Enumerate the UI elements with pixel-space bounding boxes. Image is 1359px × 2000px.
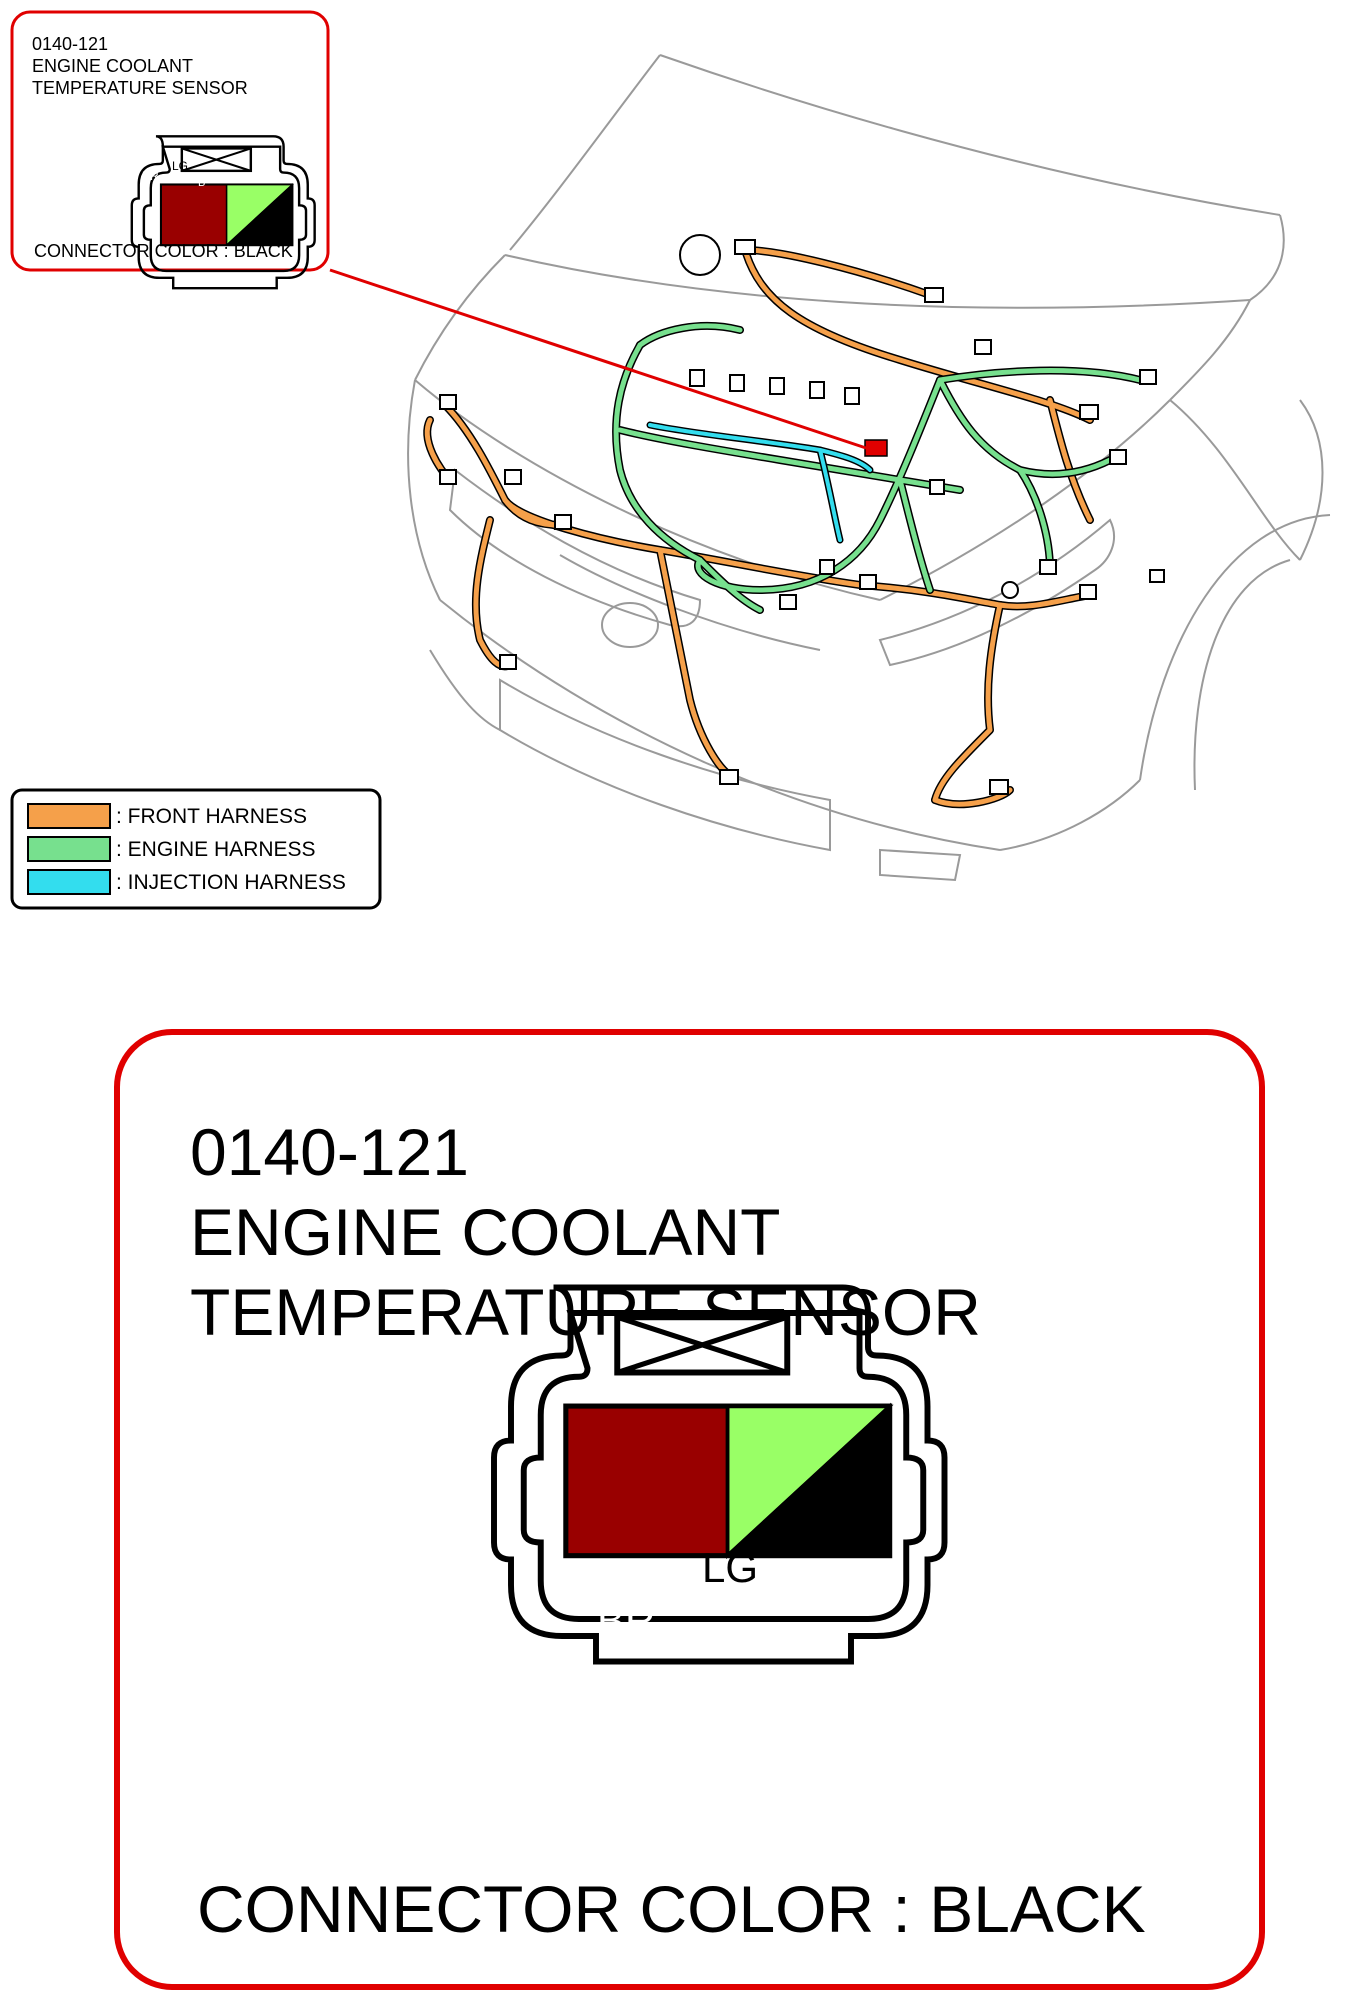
legend-swatch-front [27,803,111,829]
small-callout: 0140-121 ENGINE COOLANT TEMPERATURE SENS… [10,10,330,290]
small-terminal-label-br: BR [142,169,159,183]
small-callout-title-line2: TEMPERATURE SENSOR [32,78,248,98]
engine-harness-wires [612,321,1144,614]
large-callout-code: 0140-121 [190,1115,469,1189]
small-callout-connector-color: CONNECTOR COLOR : BLACK [34,241,293,261]
legend-item: : ENGINE HARNESS [27,836,316,862]
legend-label-front: : FRONT HARNESS [116,805,307,828]
sensor-location-marker [864,439,888,457]
terminal-label-br: BR [597,1597,655,1644]
legend-swatch-injection [27,869,111,895]
terminal-label-b: B [793,1625,818,1667]
legend-item: : FRONT HARNESS [27,803,307,829]
legend-label-engine: : ENGINE HARNESS [116,838,316,861]
injection-harness-wires [646,421,874,544]
large-callout: 0140-121 ENGINE COOLANT TEMPERATURE SENS… [114,1029,1265,1990]
small-terminal-label-lg: LG [172,159,188,173]
harness-legend: : FRONT HARNESS : ENGINE HARNESS : INJEC… [10,788,382,910]
small-callout-title-line1: ENGINE COOLANT [32,56,193,76]
large-callout-title-line1: ENGINE COOLANT [190,1195,780,1269]
large-callout-connector-color: CONNECTOR COLOR : BLACK [197,1872,1146,1946]
small-terminal-label-b: B [198,177,205,189]
front-harness-wires [423,246,1094,809]
legend-label-injection: : INJECTION HARNESS [116,871,346,894]
car-body-outline [407,54,1331,882]
terminal-label-lg: LG [702,1544,758,1591]
legend-swatch-engine [27,836,111,862]
legend-item: : INJECTION HARNESS [27,869,346,895]
small-callout-code: 0140-121 [32,34,108,54]
harness-connectors [439,234,1165,795]
callout-leader-line [329,268,867,450]
